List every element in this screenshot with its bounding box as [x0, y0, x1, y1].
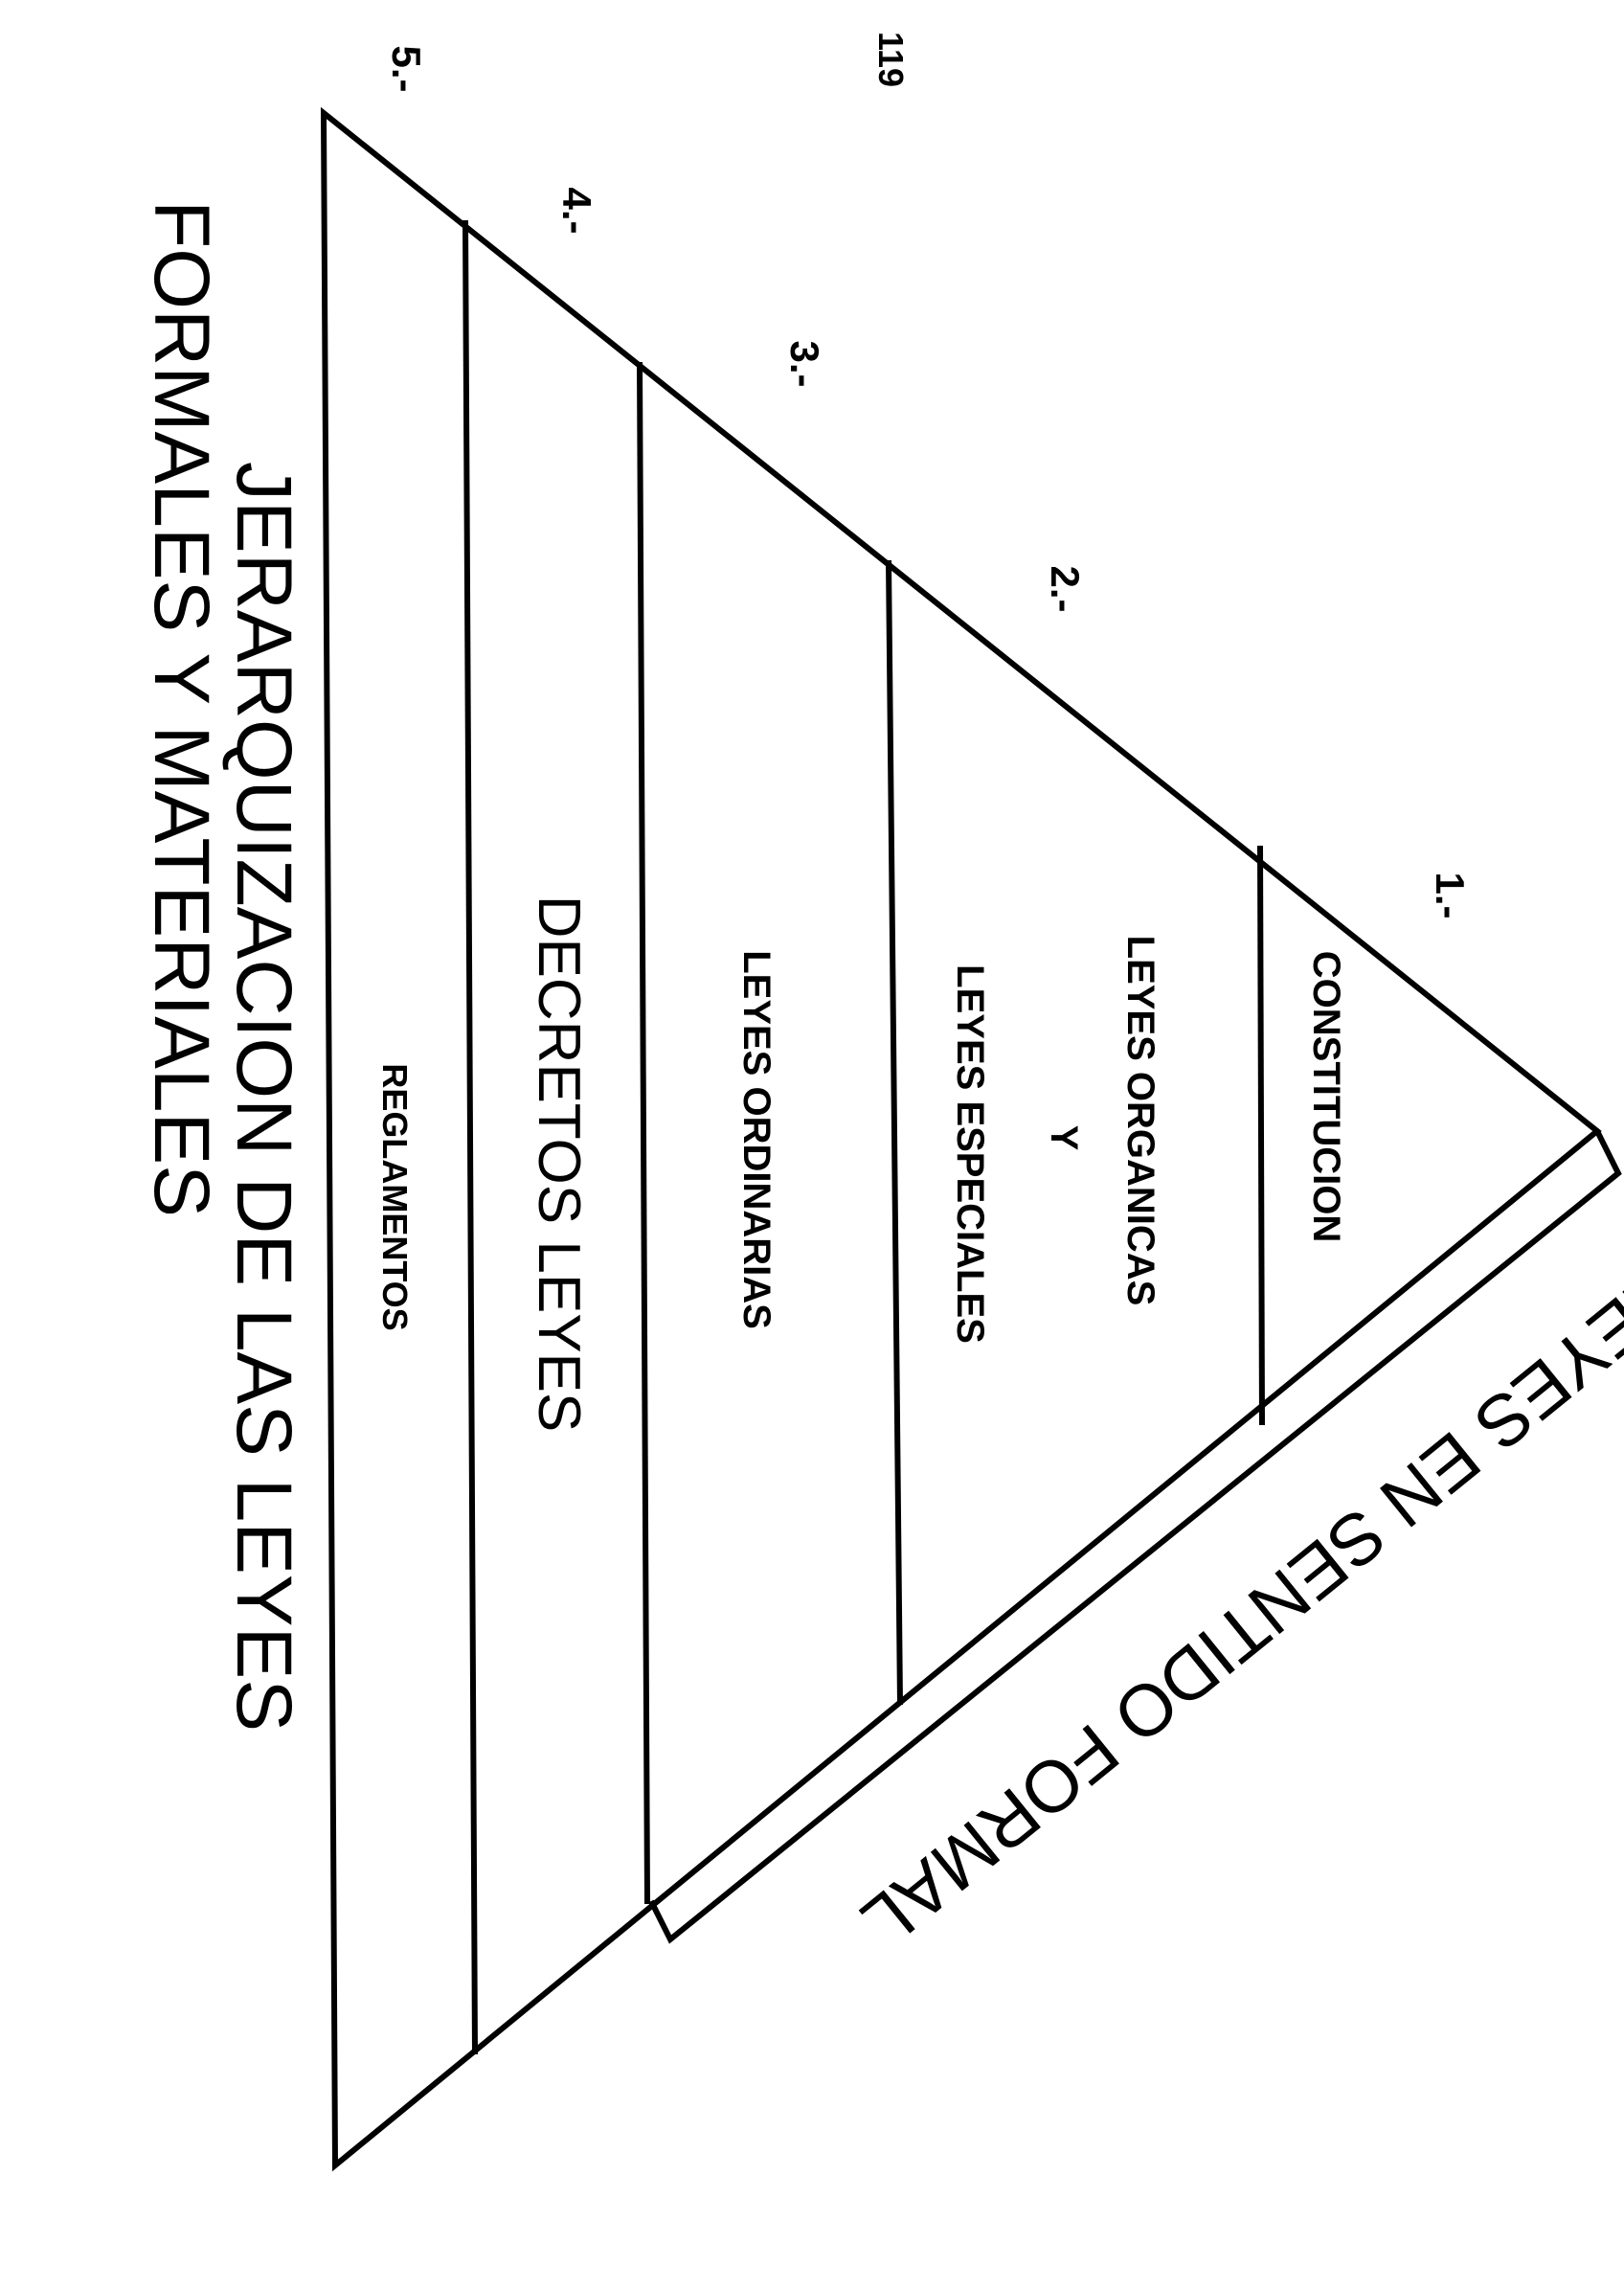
level-5-label: REGLAMENTOS	[375, 1063, 415, 1330]
level-number-3: 3.-	[782, 340, 827, 387]
level-2-label-line-1: LEYES ORGANICAS	[1119, 936, 1162, 1306]
level-1-label: CONSTITUCION	[1305, 951, 1347, 1242]
divider-3-4	[637, 361, 650, 1905]
divider-1-2	[1257, 845, 1265, 1426]
bracket-label: LEYES EN SENTIDO FORMAL	[846, 1256, 1624, 1962]
level-number-1: 1.-	[1428, 872, 1473, 918]
level-number-4: 4.-	[554, 187, 599, 234]
level-2-label-line-3: LEYES ESPECIALES	[949, 964, 991, 1344]
level-2-label-line-2: Y	[1043, 1125, 1085, 1151]
level-4-label: DECRETOS LEYES	[526, 895, 592, 1432]
level-number-2: 2.-	[1043, 565, 1088, 612]
divider-2-3	[886, 559, 903, 1706]
page-number: 119	[871, 32, 911, 87]
formal-laws-bracket	[648, 1129, 1622, 1944]
title-line-1: JERARQUIZACION DE LAS LEYES	[220, 462, 307, 1732]
level-3-label: LEYES ORDINARIAS	[735, 950, 778, 1329]
level-number-5: 5.-	[384, 45, 429, 92]
title-line-2: FORMALES Y MATERIALES	[138, 200, 225, 1217]
divider-4-5	[462, 219, 478, 2055]
pyramid-outline	[320, 106, 1602, 2172]
